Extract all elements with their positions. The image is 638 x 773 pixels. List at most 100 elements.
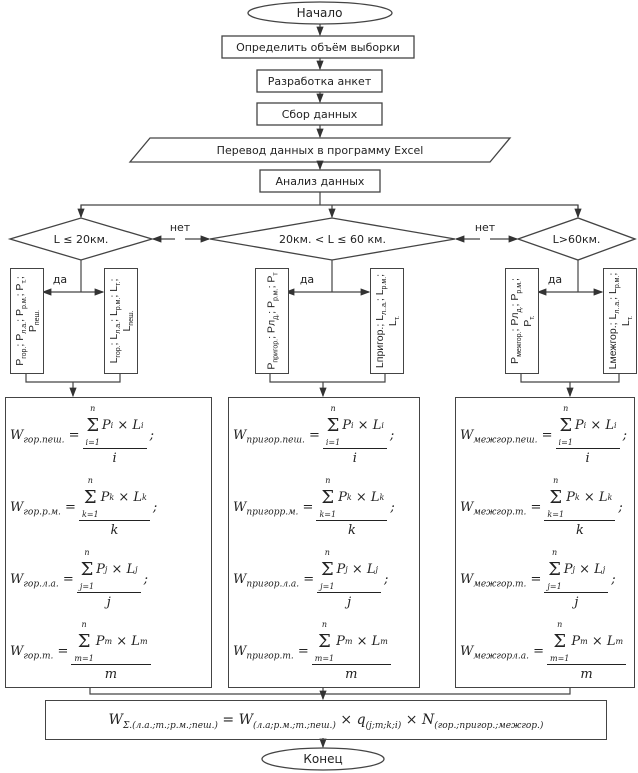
param-item: Lр.м.; bbox=[108, 294, 123, 317]
text: р.м. bbox=[272, 288, 280, 302]
text: m bbox=[104, 667, 118, 682]
param-item: Pт.; bbox=[14, 276, 29, 291]
text: ; bbox=[152, 499, 158, 515]
text: i bbox=[85, 438, 89, 447]
text: Pл bbox=[265, 319, 278, 334]
text: т bbox=[272, 272, 280, 276]
param-item: Lгор.; bbox=[108, 342, 123, 364]
step5-label: Анализ данных bbox=[275, 174, 365, 188]
text: n bbox=[330, 404, 336, 413]
text: ; bbox=[149, 427, 154, 443]
text: n bbox=[557, 620, 563, 629]
text: W bbox=[238, 712, 253, 728]
text: k bbox=[319, 510, 325, 519]
text: L bbox=[133, 490, 143, 505]
text: гор.л.а. bbox=[23, 579, 59, 590]
text: L bbox=[132, 418, 141, 433]
text: L bbox=[371, 634, 381, 649]
text: N bbox=[421, 712, 435, 728]
step2-label: Разработка анкет bbox=[267, 74, 372, 88]
text: пригор.л.а. bbox=[246, 579, 300, 590]
text: j bbox=[347, 595, 352, 610]
text: m bbox=[580, 667, 593, 682]
param-box-2-l: Lмежгор.; Lл..а.; Lр.м.; Lт. bbox=[603, 268, 637, 374]
text: L bbox=[620, 320, 632, 327]
text: n bbox=[563, 404, 569, 413]
text: P bbox=[101, 418, 111, 433]
text: n bbox=[551, 548, 558, 557]
text: т. bbox=[627, 315, 635, 321]
text: L bbox=[607, 313, 619, 320]
text: пригорр.м. bbox=[246, 507, 299, 518]
text: пригор.т. bbox=[246, 651, 294, 662]
text: гор.пеш. bbox=[23, 435, 65, 446]
param-item: Lл..а.; bbox=[374, 298, 389, 321]
text: (j;m;k;i) bbox=[365, 720, 402, 731]
text: гор.р.м. bbox=[23, 507, 61, 518]
text: L bbox=[108, 285, 120, 292]
text: P bbox=[338, 490, 347, 505]
total-formula-box: WΣ.(л.а.;т.;р.м.;пеш.) = W(л.а;р.м.;т.;п… bbox=[45, 700, 607, 740]
text: P bbox=[342, 418, 351, 433]
text: L bbox=[131, 634, 140, 649]
text: n bbox=[553, 476, 559, 485]
yes-label-1: да bbox=[52, 272, 68, 286]
text: j bbox=[106, 595, 111, 610]
param-item: Lпеш. bbox=[121, 310, 135, 331]
text: W bbox=[108, 712, 123, 728]
text: р.м. bbox=[115, 297, 123, 311]
text: P bbox=[14, 283, 26, 291]
param-item: Pр.м.; bbox=[265, 285, 280, 309]
text: P bbox=[14, 333, 26, 341]
text: P bbox=[14, 358, 26, 366]
text: i bbox=[352, 451, 357, 466]
param-list: Lпригор.; Lл..а.; Lр.м.; Lт. bbox=[374, 271, 401, 371]
text: межгор.т. bbox=[473, 579, 527, 590]
end-label: Конец bbox=[303, 752, 343, 766]
text: P bbox=[265, 362, 278, 370]
param-item: Lл.а.; bbox=[108, 318, 123, 340]
text: р.м. bbox=[516, 280, 524, 294]
text: k bbox=[347, 523, 356, 538]
text: n bbox=[81, 620, 87, 629]
decision2-label: 20км. < L ≤ 60 км. bbox=[279, 232, 386, 246]
param-item: Pлд.; bbox=[265, 310, 280, 334]
text: Lпригор. bbox=[374, 326, 386, 369]
step3-label: Сбор данных bbox=[281, 107, 358, 121]
text: д. bbox=[272, 313, 280, 320]
no-label-2: нет bbox=[474, 220, 496, 234]
text: i bbox=[112, 451, 117, 466]
text: межгор.т. bbox=[473, 507, 527, 518]
param-item: Lт. bbox=[620, 315, 635, 327]
text: ; bbox=[611, 571, 616, 587]
text: × bbox=[340, 712, 353, 728]
text: L bbox=[126, 562, 136, 577]
text: P bbox=[522, 319, 534, 327]
text: л..а. bbox=[381, 301, 389, 315]
text: L bbox=[374, 289, 386, 296]
step4-label: Перевод данных в программу Excel bbox=[216, 143, 424, 157]
text: m bbox=[314, 654, 323, 663]
text: P bbox=[100, 490, 110, 505]
text: межгор. bbox=[516, 331, 524, 357]
param-item: Pр.м.; bbox=[14, 293, 29, 317]
text: L bbox=[387, 320, 399, 327]
param-list: Lмежгор.; Lл..а.; Lр.м.; Lт. bbox=[607, 271, 635, 371]
param-box-1-p: Pпригор.; Pлд.; Pр.м.; Pт bbox=[255, 268, 289, 374]
text: n bbox=[325, 476, 331, 485]
text: пеш. bbox=[34, 309, 42, 326]
param-item: Pл.а.; bbox=[14, 318, 29, 341]
text: L bbox=[370, 490, 380, 505]
text: (л.а;р.м.;т.;пеш.) bbox=[252, 720, 336, 731]
text: × bbox=[405, 712, 418, 728]
param-item: Lт.; bbox=[108, 278, 123, 292]
